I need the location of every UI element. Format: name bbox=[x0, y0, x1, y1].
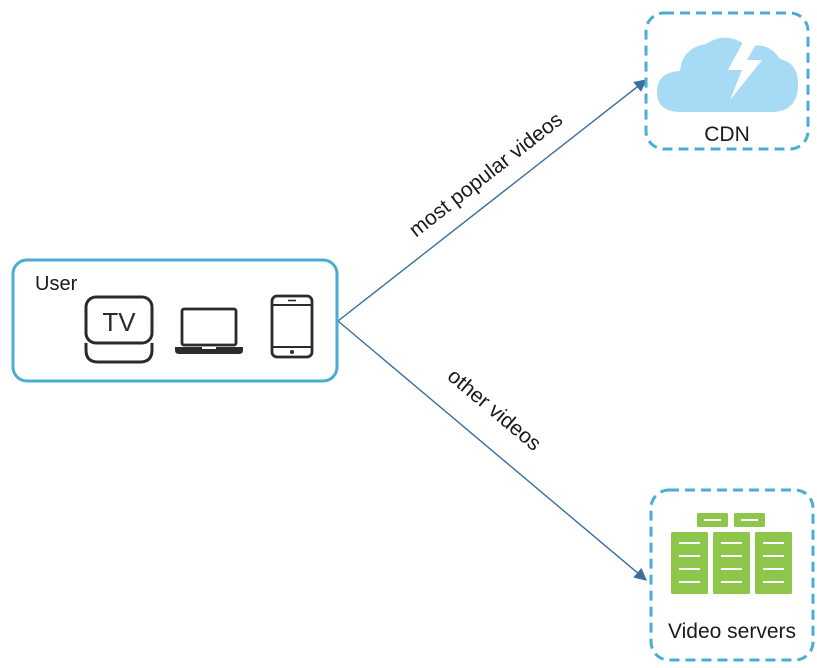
laptop-icon bbox=[175, 307, 243, 354]
tv-text: TV bbox=[102, 307, 136, 337]
edge-to-video-servers bbox=[337, 320, 647, 581]
video-servers-node: Video servers bbox=[649, 488, 815, 662]
tv-box-icon: TV bbox=[84, 295, 154, 364]
edge-to-cdn bbox=[337, 79, 647, 322]
user-label: User bbox=[35, 273, 78, 295]
cdn-node: CDN bbox=[644, 11, 810, 151]
video-servers-label: Video servers bbox=[668, 620, 796, 643]
cdn-label: CDN bbox=[704, 123, 750, 146]
server-rack-icon bbox=[671, 513, 792, 594]
tablet-icon bbox=[270, 294, 314, 359]
user-node: User TV bbox=[11, 258, 339, 383]
cloud-lightning-icon bbox=[657, 33, 799, 112]
edge-label-other-videos: other videos bbox=[443, 364, 545, 455]
edge-label-most-popular: most popular videos bbox=[405, 108, 567, 242]
